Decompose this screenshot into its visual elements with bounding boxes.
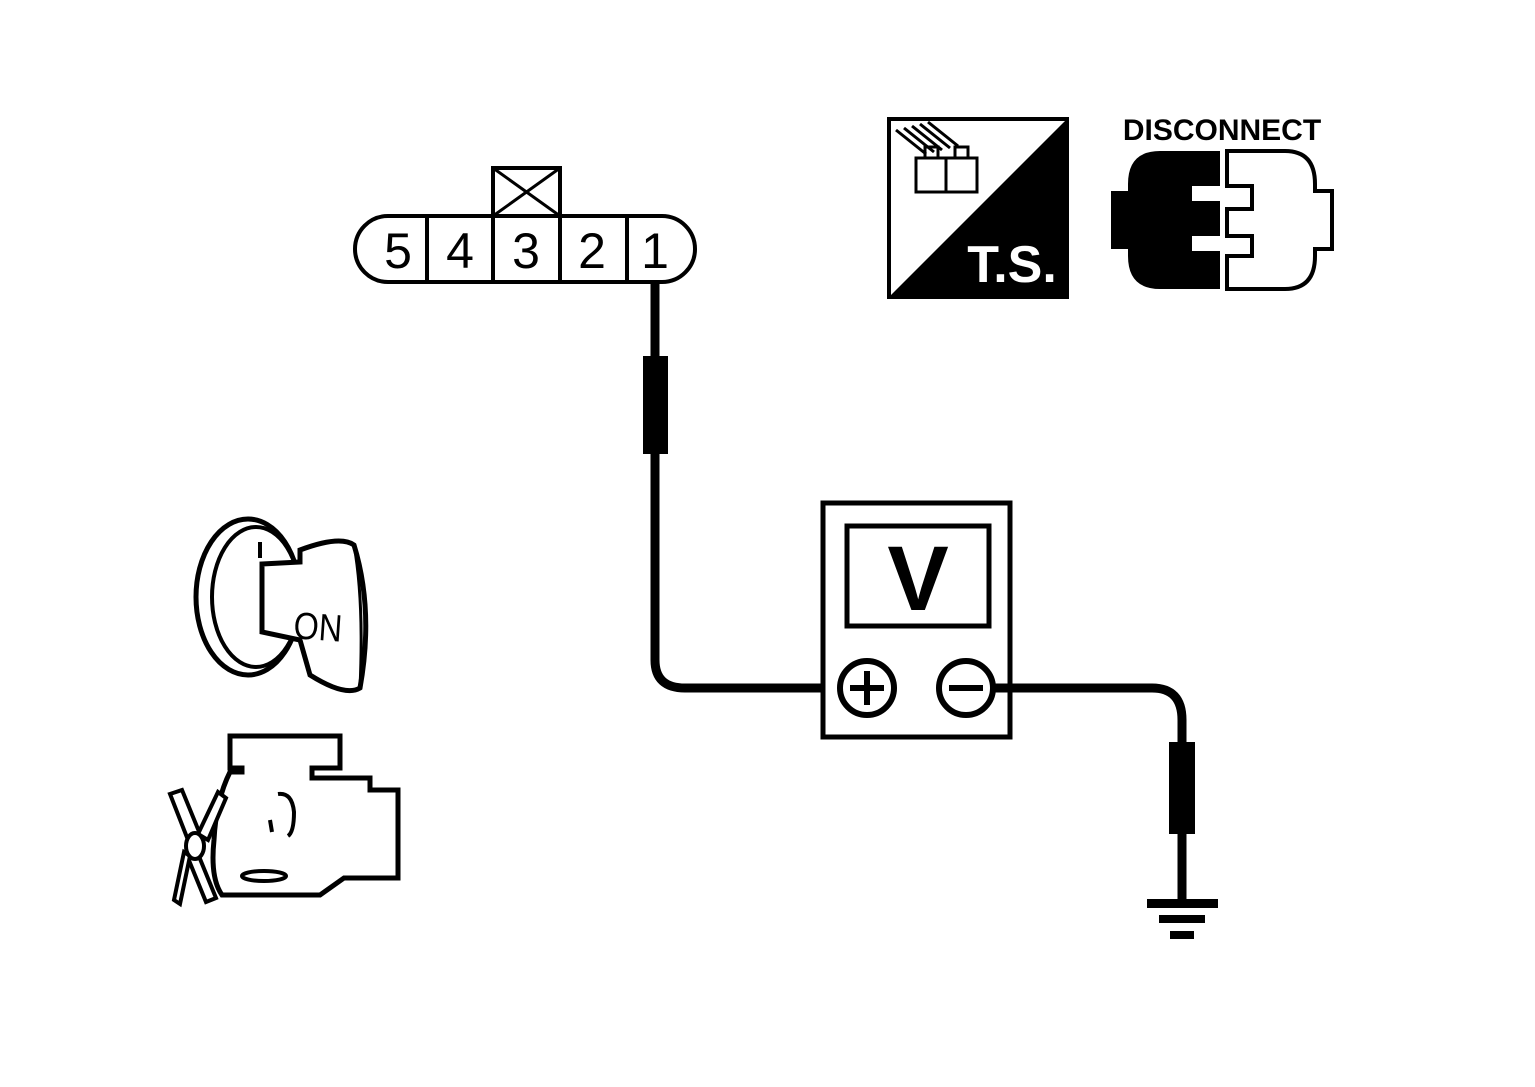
disconnect-icon: DISCONNECT: [1111, 114, 1334, 291]
pin-label-3: 3: [512, 223, 540, 279]
positive-test-lead: [643, 282, 838, 693]
ts-connector-icon: T.S.: [887, 117, 1069, 299]
positive-terminal-icon: [837, 658, 897, 718]
disconnect-label: DISCONNECT: [1123, 114, 1321, 147]
negative-terminal-icon: [936, 658, 996, 718]
engine-icon: [167, 733, 401, 908]
ignition-on-label: ON: [292, 605, 343, 650]
ignition-key-icon: ON: [193, 516, 369, 694]
pin-label-1: 1: [641, 223, 669, 279]
pin-label-4: 4: [446, 223, 474, 279]
ground-icon: [1147, 899, 1218, 939]
harness-connector-icon: 5 4 3 2 1: [353, 166, 697, 284]
unused-pin-marker-icon: [491, 166, 562, 218]
pin-label-2: 2: [578, 223, 606, 279]
pin-label-5: 5: [384, 223, 412, 279]
voltmeter-label: V: [887, 528, 948, 630]
voltmeter: V: [820, 500, 1013, 740]
ts-label: T.S.: [967, 236, 1057, 294]
negative-test-lead: [993, 683, 1195, 906]
